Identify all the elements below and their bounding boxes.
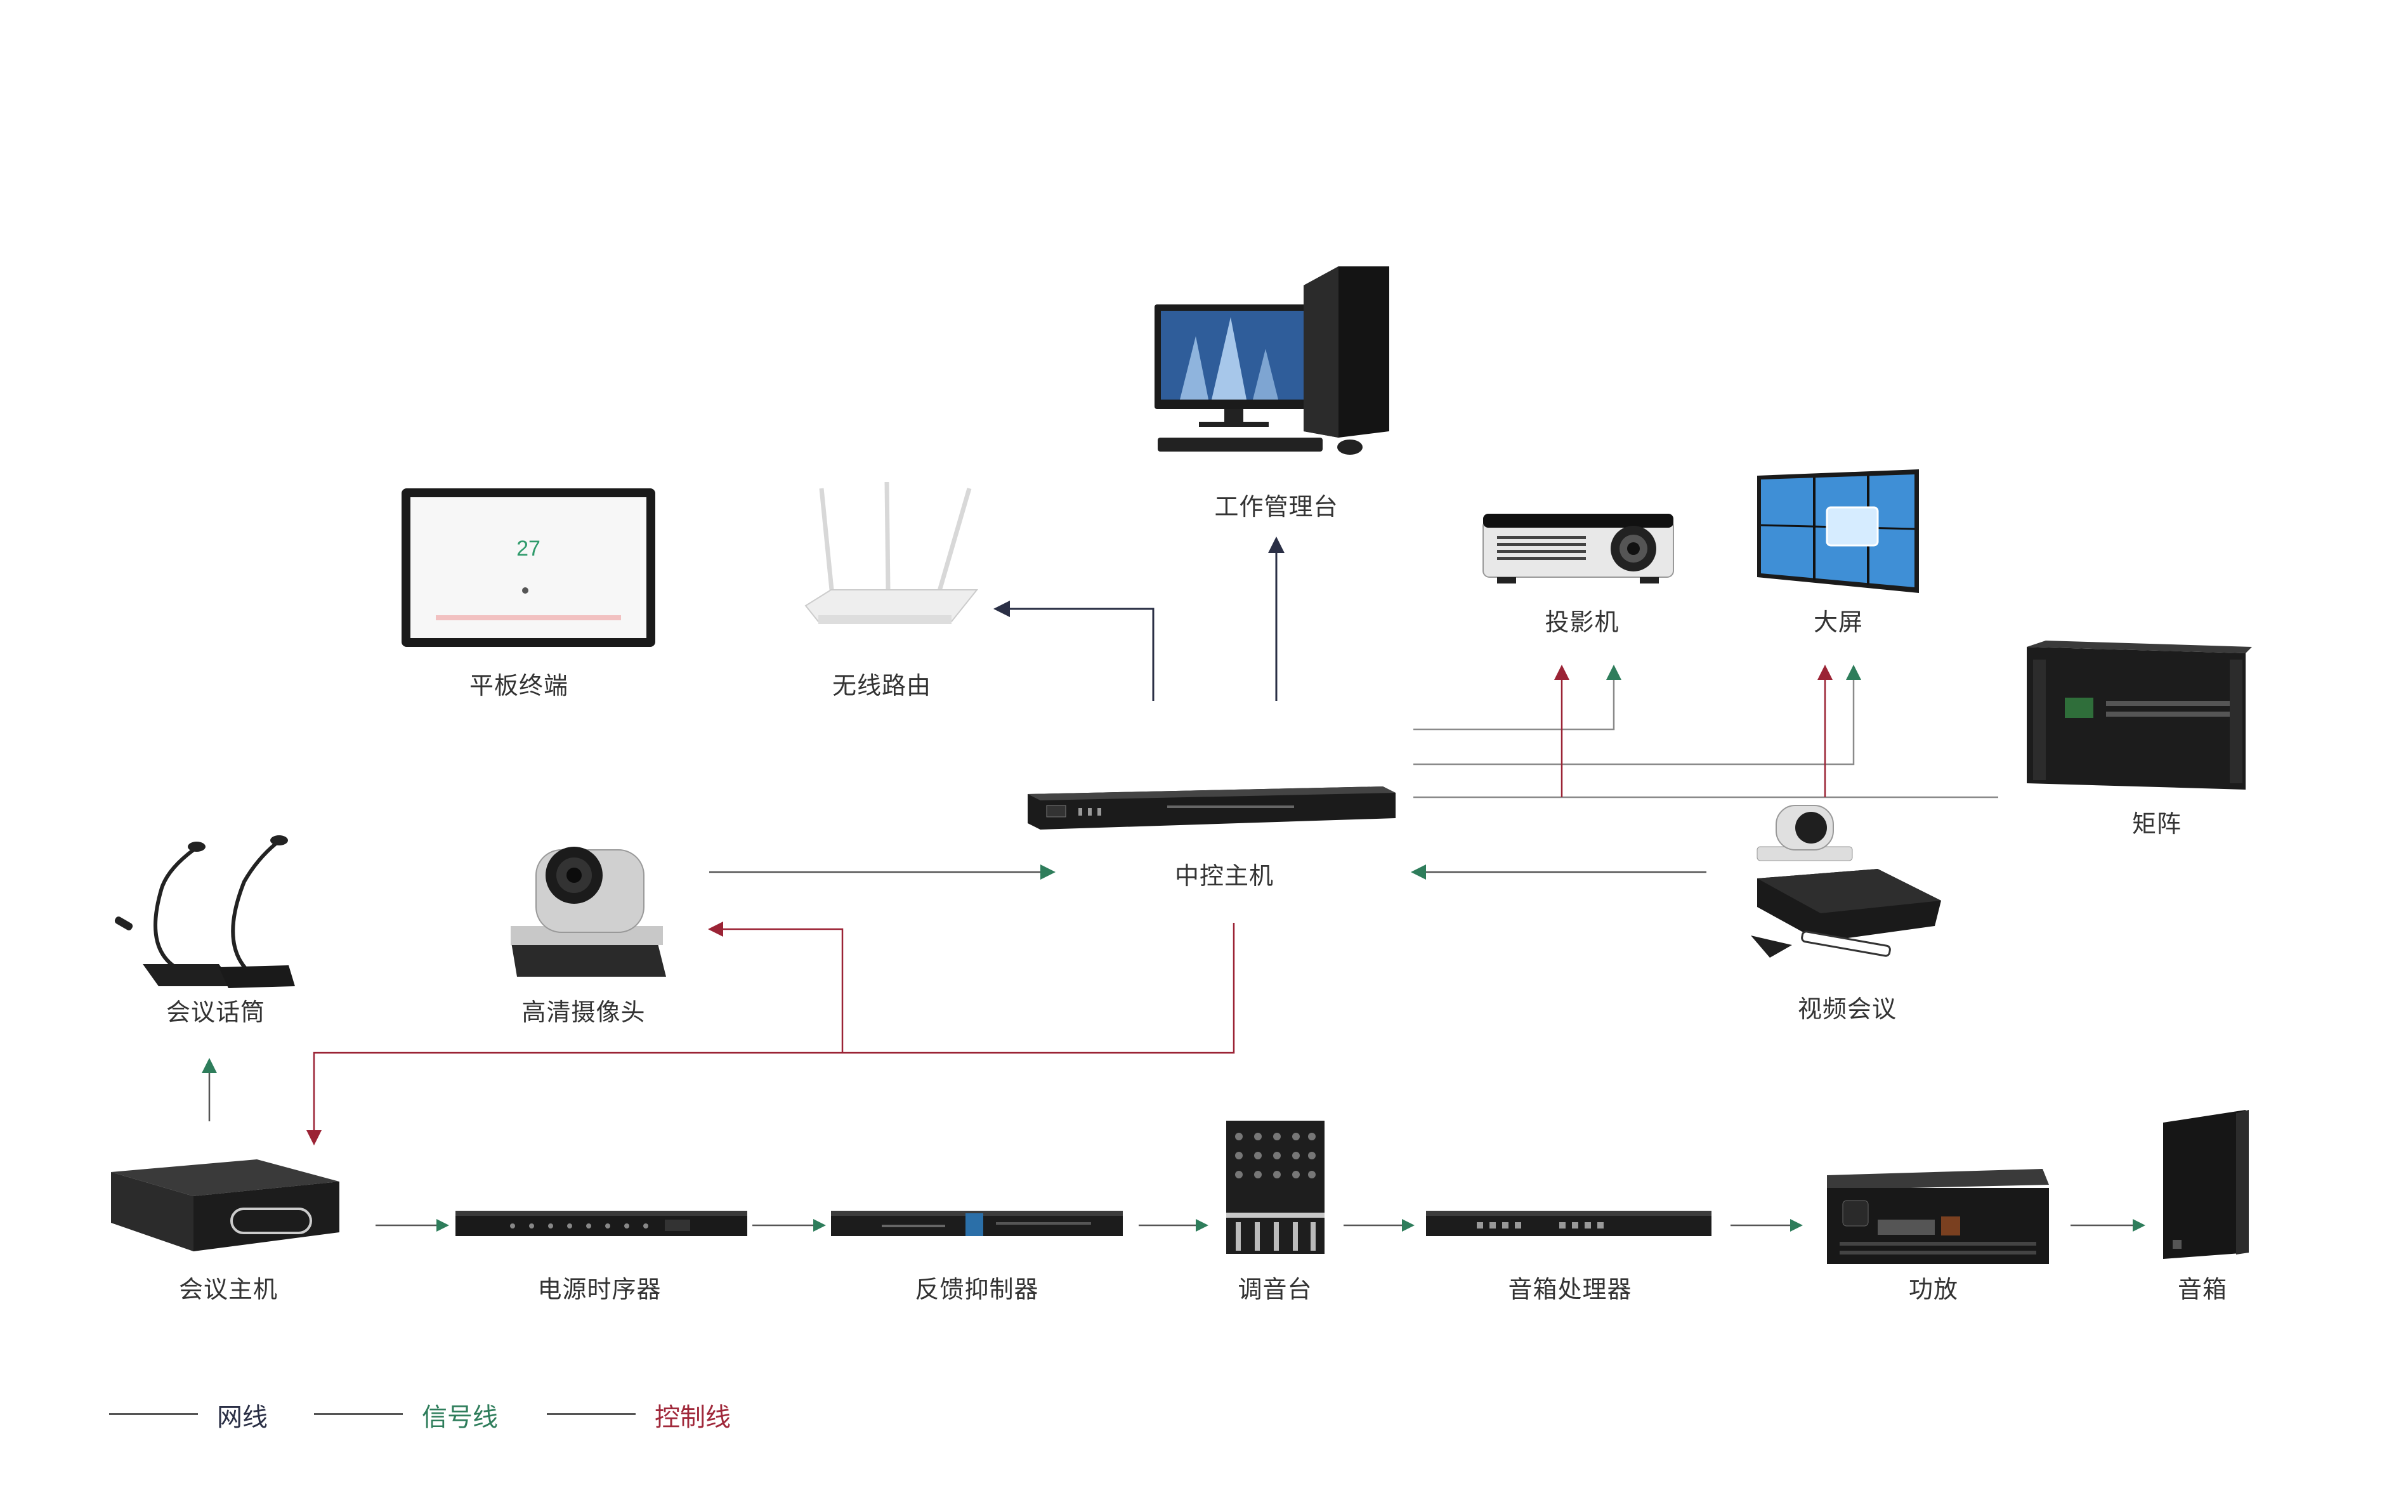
- power-sequencer-label: 电源时序器: [537, 1275, 662, 1303]
- legend-network-text: 网线: [217, 1403, 268, 1432]
- amplifier-label: 功放: [1908, 1275, 1959, 1303]
- workstation-label: 工作管理台: [1214, 493, 1338, 521]
- legend-signal-text: 信号线: [422, 1403, 498, 1432]
- sig-arrow-projector: [1606, 665, 1621, 680]
- ctl-arrow-conference-host: [306, 1130, 322, 1145]
- audio-chain-lines: [376, 1219, 2145, 1232]
- mixer-label: 调音台: [1238, 1275, 1312, 1303]
- ctl-arrow-projector: [1554, 665, 1569, 680]
- legend-control-text: 控制线: [655, 1403, 731, 1432]
- video-wall-icon: [1757, 469, 1919, 593]
- wifi-router-icon: [804, 482, 979, 624]
- hd-camera-label: 高清摄像头: [521, 998, 646, 1026]
- legend-control-line: [547, 1413, 636, 1415]
- projector-icon: [1482, 514, 1674, 583]
- line-to-projector-signal: [1413, 679, 1615, 731]
- desktop-computer-icon: [1155, 266, 1389, 455]
- conference-host-label: 会议主机: [178, 1275, 278, 1303]
- ctl-arrow-camera: [708, 922, 723, 937]
- ctl-line-control-down: [313, 923, 1235, 1130]
- gooseneck-microphone-icon: [114, 835, 295, 988]
- video-conference-label: 视频会议: [1797, 995, 1897, 1023]
- video-conference-icon: [1751, 805, 1941, 958]
- tablet-label: 平板终端: [469, 672, 569, 700]
- net-line-to-router: [1009, 608, 1155, 701]
- tablet-screen-number: 27: [516, 537, 540, 561]
- big-screen-label: 大屏: [1813, 608, 1864, 636]
- feedback-suppressor-icon: [831, 1211, 1123, 1236]
- sig-arrow-mic: [202, 1058, 217, 1073]
- central-control-label: 中控主机: [1174, 862, 1274, 890]
- feedback-suppressor-label: 反馈抑制器: [915, 1275, 1039, 1303]
- ctl-arrow-screen: [1817, 665, 1833, 680]
- legend-signal-line: [314, 1413, 403, 1415]
- matrix-label: 矩阵: [2131, 810, 2182, 838]
- router-label: 无线路由: [832, 672, 932, 700]
- power-sequencer-icon: [455, 1211, 747, 1236]
- power-amplifier-icon: [1827, 1169, 2049, 1264]
- tablet-icon: 27: [402, 488, 655, 647]
- audio-processor-label: 音箱处理器: [1508, 1275, 1632, 1303]
- projector-label: 投影机: [1545, 608, 1620, 636]
- sig-arrow-control-from-camera: [1040, 864, 1056, 880]
- speaker-label: 音箱: [2177, 1275, 2228, 1303]
- ctl-line-to-camera: [722, 928, 844, 1053]
- sig-arrow-screen: [1846, 665, 1861, 680]
- control-host-icon: [1028, 786, 1396, 830]
- net-arrow-router: [993, 601, 1010, 617]
- speaker-icon: [2163, 1110, 2249, 1259]
- ptz-camera-icon: [511, 847, 666, 977]
- audio-processor-icon: [1426, 1211, 1711, 1236]
- conference-host-icon: [111, 1159, 339, 1251]
- legend-network-line: [109, 1413, 198, 1415]
- mixing-console-icon: [1226, 1121, 1325, 1254]
- sig-arrow-control-from-vc: [1411, 864, 1426, 880]
- net-arrow-workstation: [1268, 537, 1285, 553]
- conference-mic-label: 会议话筒: [166, 998, 266, 1026]
- line-to-screen-signal: [1413, 679, 1855, 766]
- matrix-switcher-icon: [2027, 641, 2252, 790]
